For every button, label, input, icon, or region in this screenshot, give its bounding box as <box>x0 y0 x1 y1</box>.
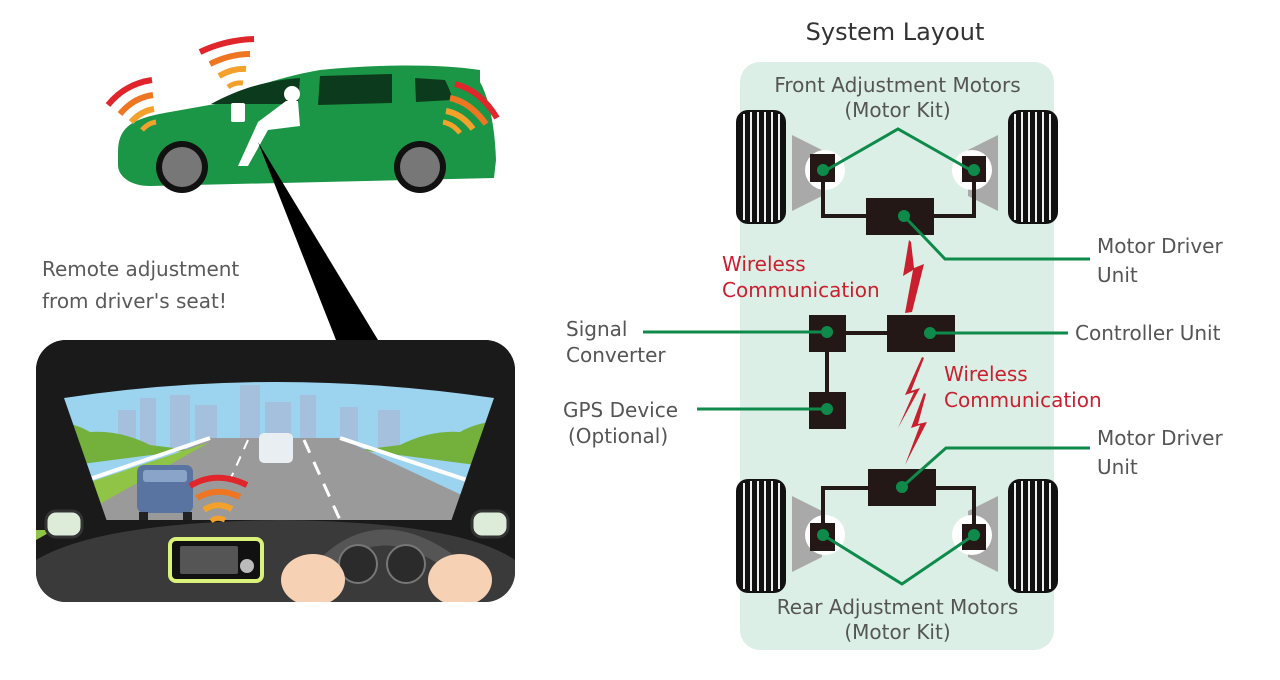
front-motors-label-1: Front Adjustment Motors <box>774 73 1021 97</box>
car-rear-hub <box>400 147 440 187</box>
signal-icon-front <box>105 77 157 132</box>
steering-wheel <box>314 529 466 577</box>
connection-dots <box>817 164 980 541</box>
car-window-rear <box>415 78 452 102</box>
caption-line-1: Remote adjustment <box>42 257 240 281</box>
rear-motor-driver-label-1: Motor Driver <box>1097 426 1223 450</box>
car-window-middle <box>318 74 392 105</box>
wireless-upper-label-1: Wireless <box>722 252 806 276</box>
rear-motors-label-1: Rear Adjustment Motors <box>776 595 1019 619</box>
car-illustration <box>118 65 496 193</box>
front-motor-driver-label-1: Motor Driver <box>1097 234 1223 258</box>
wiring <box>821 172 976 536</box>
car-ahead <box>259 433 293 463</box>
front-motor-driver-label-2: Unit <box>1097 263 1138 287</box>
tire-rear-right <box>1008 479 1058 593</box>
hand-right <box>428 554 492 602</box>
lightning-bolt-lower-1 <box>898 357 924 428</box>
tire-front-left <box>736 110 786 224</box>
wireless-bolt-icon <box>898 240 927 465</box>
signal-converter-label-1: Signal <box>566 317 628 341</box>
leader-lines <box>643 127 1090 586</box>
rear-motor-driver-label-2: Unit <box>1097 455 1138 479</box>
rear-motors-label-2: (Motor Kit) <box>844 620 951 644</box>
wireless-lower-label-1: Wireless <box>944 362 1028 386</box>
hand-left <box>281 554 345 602</box>
gps-device-label-2: (Optional) <box>568 424 669 448</box>
signal-converter-label-2: Converter <box>566 343 666 367</box>
signal-icon-top <box>198 36 255 90</box>
controller-unit-label: Controller Unit <box>1075 321 1221 345</box>
dashboard-illustration <box>36 340 515 602</box>
caption-line-2: from driver's seat! <box>42 289 227 313</box>
callout-pointer <box>258 142 378 340</box>
front-motors-label-2: (Motor Kit) <box>844 98 951 122</box>
gauge-right <box>386 544 426 584</box>
gauge-left <box>338 544 378 584</box>
wireless-lower-label-2: Communication <box>944 388 1102 412</box>
wireless-upper-label-2: Communication <box>722 278 880 302</box>
diagram-title: System Layout <box>805 18 985 46</box>
car-front-hub <box>162 147 202 187</box>
driver-figure <box>231 86 300 166</box>
side-mirror-left <box>44 509 84 539</box>
car-window-front <box>211 78 300 104</box>
lightning-bolt-lower-2 <box>905 393 927 465</box>
side-mirror-right <box>470 509 510 539</box>
signal-icon-rear <box>442 81 500 135</box>
gps-device-label-1: GPS Device <box>563 398 679 422</box>
chassis-panel <box>740 62 1054 650</box>
tire-front-right <box>1008 110 1058 224</box>
signal-icon-dashboard <box>188 474 249 524</box>
lightning-bolt-upper <box>903 240 924 313</box>
tire-rear-left <box>736 479 786 593</box>
